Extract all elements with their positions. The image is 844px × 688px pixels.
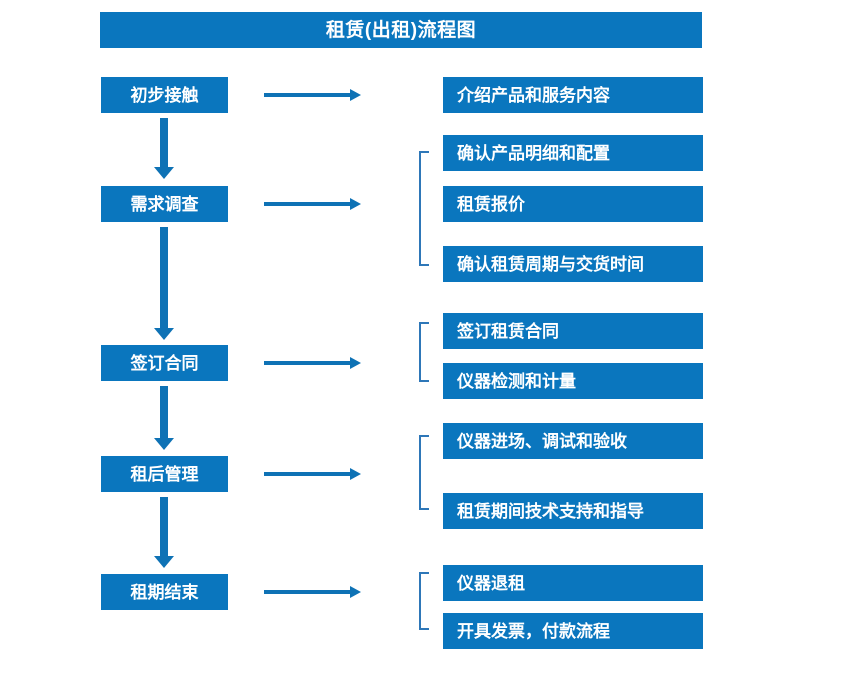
diagram-title-bar: 租赁(出租)流程图: [100, 12, 702, 48]
detail-label-8: 租赁期间技术支持和指导: [457, 501, 644, 521]
right-arrow-icon-4: [264, 467, 362, 481]
detail-box-1[interactable]: 介绍产品和服务内容: [443, 77, 703, 113]
detail-label-5: 签订租赁合同: [457, 321, 559, 341]
right-arrow-icon-1: [264, 88, 362, 102]
detail-label-1: 介绍产品和服务内容: [457, 85, 610, 105]
stage-box-2[interactable]: 需求调查: [101, 186, 228, 222]
stage-label-3: 签订合同: [130, 353, 199, 373]
detail-label-9: 仪器退租: [457, 573, 525, 593]
down-arrow-icon-1: [152, 118, 176, 180]
detail-label-4: 确认租赁周期与交货时间: [457, 254, 644, 274]
detail-label-3: 租赁报价: [457, 194, 525, 214]
group-bracket-3: [414, 435, 430, 510]
stage-label-5: 租期结束: [130, 582, 199, 602]
down-arrow-icon-3: [152, 386, 176, 451]
group-bracket-1: [414, 151, 430, 266]
detail-box-3[interactable]: 租赁报价: [443, 186, 703, 222]
right-arrow-icon-3: [264, 356, 362, 370]
detail-label-10: 开具发票，付款流程: [457, 621, 610, 641]
stage-box-5[interactable]: 租期结束: [101, 574, 228, 610]
group-bracket-2: [414, 322, 430, 382]
page-title: 租赁(出租)流程图: [325, 19, 477, 41]
detail-box-5[interactable]: 签订租赁合同: [443, 313, 703, 349]
detail-box-4[interactable]: 确认租赁周期与交货时间: [443, 246, 703, 282]
detail-box-8[interactable]: 租赁期间技术支持和指导: [443, 493, 703, 529]
detail-box-7[interactable]: 仪器进场、调试和验收: [443, 423, 703, 459]
detail-label-6: 仪器检测和计量: [457, 371, 576, 391]
down-arrow-icon-2: [152, 227, 176, 341]
down-arrow-icon-4: [152, 497, 176, 569]
detail-box-2[interactable]: 确认产品明细和配置: [443, 135, 703, 171]
right-arrow-icon-5: [264, 585, 362, 599]
detail-box-9[interactable]: 仪器退租: [443, 565, 703, 601]
detail-box-10[interactable]: 开具发票，付款流程: [443, 613, 703, 649]
stage-label-1: 初步接触: [130, 85, 199, 105]
stage-label-4: 租后管理: [130, 464, 199, 484]
stage-box-3[interactable]: 签订合同: [101, 345, 228, 381]
detail-box-6[interactable]: 仪器检测和计量: [443, 363, 703, 399]
stage-label-2: 需求调查: [130, 194, 199, 214]
detail-label-2: 确认产品明细和配置: [457, 143, 610, 163]
stage-box-1[interactable]: 初步接触: [101, 77, 228, 113]
right-arrow-icon-2: [264, 197, 362, 211]
stage-box-4[interactable]: 租后管理: [101, 456, 228, 492]
detail-label-7: 仪器进场、调试和验收: [457, 431, 627, 451]
group-bracket-4: [414, 572, 430, 630]
